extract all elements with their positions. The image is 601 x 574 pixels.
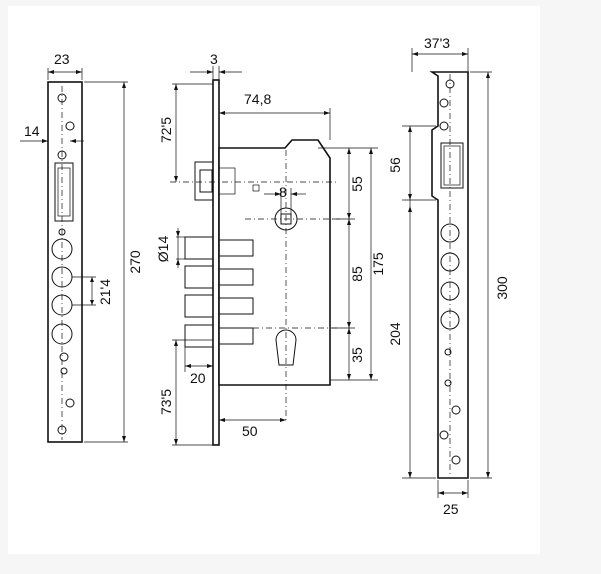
latch	[194, 161, 214, 201]
latch-body	[218, 167, 236, 195]
latch-slot-inner	[57, 167, 71, 217]
dim-top-offset: 72'5	[158, 117, 174, 143]
screw-hole	[451, 405, 461, 415]
right-strike-plate-view: 37'3 56 204 300 25	[387, 35, 510, 517]
dim-lower-spacing: 35	[349, 347, 365, 363]
dim-right-height: 300	[494, 276, 510, 300]
bolt-2	[184, 265, 254, 289]
screw-hole	[439, 98, 449, 108]
dim-left-height: 270	[127, 250, 143, 274]
dim-bolt-projection: 20	[190, 370, 206, 386]
strike-window-inner	[443, 145, 461, 186]
bolt-4	[184, 324, 254, 348]
small-square	[252, 184, 260, 192]
dim-total-spacing: 175	[370, 252, 386, 276]
center-faceplate	[212, 79, 220, 446]
bolt-hole	[440, 223, 460, 243]
dim-faceplate-thickness: 3	[210, 51, 218, 67]
dim-left-hole-spacing: 21'4	[97, 279, 113, 305]
dim-right-width: 37'3	[424, 35, 450, 51]
dim-case-depth: 74,8	[244, 91, 271, 107]
dim-left-offset: 14	[24, 123, 40, 139]
dim-lower-offset: 73'5	[158, 389, 174, 415]
cylinder-cutout	[275, 329, 297, 366]
screw-hole	[60, 367, 68, 375]
screw-hole	[451, 455, 461, 465]
screw-hole	[439, 121, 449, 131]
dim-backset: 50	[242, 423, 258, 439]
dim-right-bottom-width: 25	[443, 501, 459, 517]
screw-hole	[444, 348, 452, 356]
dim-left-width: 23	[54, 51, 70, 67]
lock-case	[218, 139, 331, 386]
center-lock-body-view: 3 74,8 72'5 8 Ø14 20	[155, 51, 386, 446]
screw-hole	[65, 121, 75, 131]
screw-hole	[59, 352, 69, 362]
screw-hole	[439, 430, 449, 440]
dim-cam-width: 8	[279, 184, 287, 200]
left-faceplate-view: 23 14 270 21'4	[20, 51, 143, 443]
latch-tongue	[199, 169, 213, 193]
screw-hole	[444, 379, 452, 387]
strike-window	[440, 142, 464, 189]
dim-strike-window: 56	[387, 157, 403, 173]
bolt-1	[184, 236, 254, 260]
dim-right-lower: 204	[387, 322, 403, 346]
bolt-3	[184, 294, 254, 318]
latch-slot	[54, 162, 74, 222]
dim-upper-spacing: 55	[349, 176, 365, 192]
left-faceplate	[47, 81, 83, 443]
dim-middle-spacing: 85	[349, 266, 365, 282]
dim-bolt-diameter: Ø14	[155, 236, 171, 263]
screw-hole	[65, 398, 75, 408]
